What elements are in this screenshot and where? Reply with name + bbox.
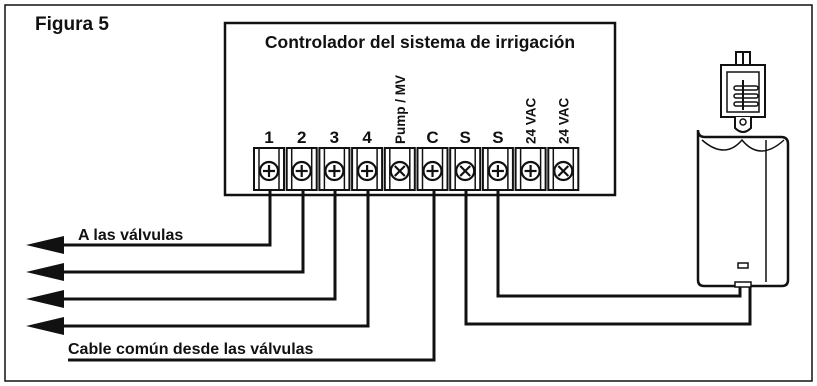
terminal-label: S bbox=[492, 128, 503, 147]
arrow-2 bbox=[26, 263, 64, 281]
terminal-label: 1 bbox=[264, 128, 273, 147]
terminal-6[interactable]: C bbox=[416, 128, 449, 191]
terminal-label: S bbox=[460, 128, 471, 147]
screw-plus-icon bbox=[295, 165, 308, 177]
wire-terminal-1 bbox=[62, 190, 272, 247]
terminal-label: 4 bbox=[362, 128, 372, 147]
terminal-7[interactable]: S bbox=[449, 128, 482, 191]
screw-plus-icon bbox=[491, 165, 504, 177]
valves-label: A las válvulas bbox=[78, 227, 183, 244]
rain-sensor bbox=[696, 51, 790, 288]
terminal-10[interactable]: 24 VAC bbox=[547, 97, 580, 191]
screw-plus-icon bbox=[524, 165, 537, 177]
screw-x-icon bbox=[557, 165, 570, 177]
wire-terminal-2 bbox=[62, 190, 305, 274]
screw-x-icon bbox=[459, 165, 471, 177]
terminal-label: 24 VAC bbox=[524, 97, 539, 144]
arrow-4 bbox=[26, 317, 64, 335]
screw-plus-icon bbox=[263, 165, 275, 177]
sensor-clip bbox=[720, 51, 766, 133]
wires bbox=[62, 190, 752, 362]
figure-label: Figura 5 bbox=[35, 14, 109, 35]
sensor-led bbox=[737, 262, 749, 269]
terminal-5[interactable]: Pump / MV bbox=[383, 75, 416, 191]
terminal-label: 24 VAC bbox=[556, 97, 571, 144]
screw-plus-icon bbox=[361, 165, 374, 177]
wire-sensor-2 bbox=[496, 190, 742, 298]
terminal-3[interactable]: 3 bbox=[318, 128, 351, 191]
wire-terminal-4 bbox=[62, 190, 370, 328]
terminal-2[interactable]: 2 bbox=[285, 128, 318, 191]
sensor-cable-port bbox=[734, 281, 752, 288]
common-wire-label: Cable común desde las válvulas bbox=[68, 341, 314, 358]
terminal-label: C bbox=[426, 128, 438, 147]
terminal-8[interactable]: S bbox=[481, 128, 514, 191]
screw-plus-icon bbox=[328, 165, 341, 177]
terminal-strip: 1 2 3 4 Pump / MV C S S 24 VAC 24 VAC bbox=[253, 75, 580, 191]
terminal-9[interactable]: 24 VAC bbox=[514, 97, 547, 191]
terminal-label: 2 bbox=[297, 128, 306, 147]
wire-common bbox=[68, 190, 436, 362]
screw-x-icon bbox=[394, 165, 406, 177]
terminal-1[interactable]: 1 bbox=[253, 128, 285, 191]
terminal-label: Pump / MV bbox=[393, 75, 408, 144]
figure-frame bbox=[4, 4, 813, 382]
wire-sensor-1 bbox=[464, 190, 752, 326]
terminal-label: 3 bbox=[330, 128, 339, 147]
sensor-cap-line bbox=[701, 138, 785, 152]
controller-title: Controlador del sistema de irrigación bbox=[265, 32, 575, 52]
wire-terminal-3 bbox=[62, 190, 337, 301]
arrow-3 bbox=[26, 290, 64, 308]
valve-arrows bbox=[26, 236, 64, 335]
screw-plus-icon bbox=[426, 165, 439, 177]
arrow-1 bbox=[26, 236, 64, 254]
